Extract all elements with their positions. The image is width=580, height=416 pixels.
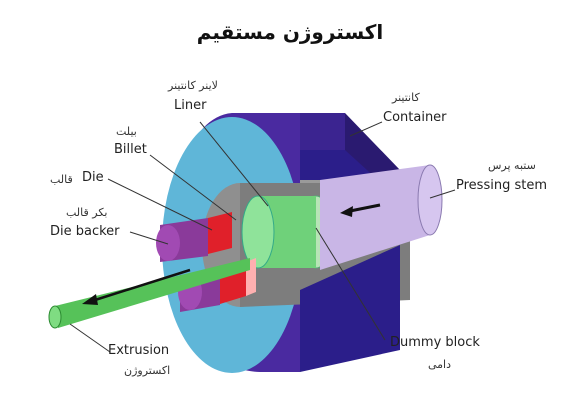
label-container-fa: کانتینر [392, 91, 420, 104]
die-upper [208, 212, 232, 254]
label-die-fa: قالب [50, 173, 73, 186]
label-dummy-en: Dummy block [390, 335, 480, 350]
label-stem-fa: ستبه پرس [488, 159, 536, 172]
diagram-title: اکستروژن مستقیم [196, 20, 384, 44]
leader-die-backer [129, 231, 169, 245]
stem-body [320, 165, 430, 270]
extrusion-arrow-line [94, 268, 191, 302]
label-liner-en: Liner [174, 98, 207, 113]
leader-extrusion [69, 323, 111, 353]
label-liner-fa: لاینر کانتینر [168, 79, 218, 92]
pressing-stem [320, 164, 443, 270]
billet-body [258, 196, 316, 268]
label-die-backer-en: Die backer [50, 224, 120, 239]
extrusion-body [55, 258, 250, 328]
stem-end [417, 164, 443, 236]
leader-die [107, 178, 213, 231]
label-extrusion-fa: اکستروژن [124, 364, 171, 377]
label-dummy-fa: دامی [428, 358, 452, 371]
label-billet-en: Billet [114, 142, 147, 157]
container-lower [300, 245, 400, 372]
leader-lines [69, 121, 456, 353]
extrusion-rod [48, 258, 250, 329]
label-billet-fa: بیلت [116, 125, 137, 138]
billet [241, 195, 316, 269]
billet-face [241, 195, 275, 269]
stem-arrow-head [340, 206, 353, 217]
label-stem-en: Pressing stem [456, 178, 547, 193]
leader-billet [149, 154, 237, 221]
extrusion-arrow-head [82, 294, 98, 305]
leader-stem [429, 189, 456, 199]
leader-liner [199, 121, 269, 207]
leader-dummy [315, 227, 386, 341]
label-die-backer-fa: بکر قالب [66, 206, 108, 219]
label-container-en: Container [383, 110, 447, 125]
label-die-en: Die [82, 170, 104, 185]
label-extrusion-en: Extrusion [108, 343, 170, 358]
leader-container [349, 121, 383, 137]
die-backer-face-upper [156, 225, 180, 261]
extrusion-end [48, 305, 62, 329]
